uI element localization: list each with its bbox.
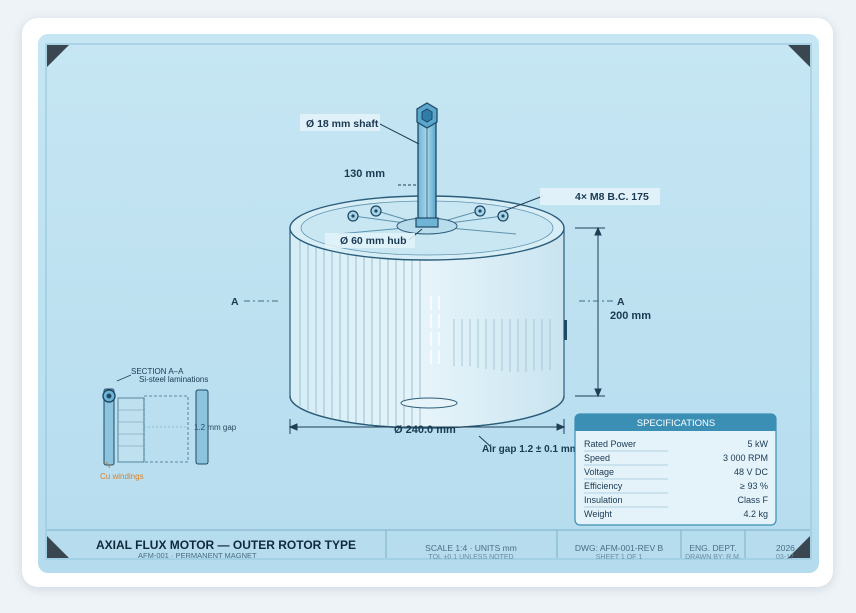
- spec-label: Voltage: [584, 467, 614, 477]
- spec-value: 5 kW: [747, 439, 768, 449]
- spec-value: 48 V DC: [734, 467, 769, 477]
- spec-label: Rated Power: [584, 439, 636, 449]
- tolerance-label: TOL ±0.1 UNLESS NOTED: [428, 554, 513, 561]
- motor-cylinder: [289, 195, 567, 429]
- sheet-border: [45, 43, 812, 560]
- air-gap-label: Air gap 1.2 ± 0.1 mm: [482, 444, 579, 455]
- blueprint-sheet: Ø 18 mm shaft 130 mm 4× M8 B.C. 175 Ø 60…: [38, 34, 819, 573]
- drawing-subtitle: AFM-001 · PERMANENT MAGNET: [138, 551, 257, 560]
- specs-title: SPECIFICATIONS: [637, 418, 715, 429]
- dwg-number: DWG: AFM-001-REV B: [575, 543, 664, 553]
- section-marker-left: A: [231, 296, 239, 308]
- shaft-length-label: 130 mm: [344, 168, 385, 180]
- drawing-title: AXIAL FLUX MOTOR — OUTER ROTOR TYPE: [96, 538, 356, 552]
- leader-lines: [377, 122, 544, 448]
- corner-marks: [47, 45, 810, 558]
- windings-label: Cu windings: [100, 472, 144, 481]
- scale-label: SCALE 1:4 · UNITS mm: [425, 543, 517, 553]
- height-label: 200 mm: [610, 310, 651, 322]
- section-title: SECTION A–A: [131, 367, 184, 376]
- spec-value: Class F: [737, 495, 768, 505]
- section-view: [102, 374, 209, 469]
- spec-label: Efficiency: [584, 481, 623, 491]
- section-marker-right: A: [617, 296, 625, 308]
- spec-label: Speed: [584, 453, 610, 463]
- title-block: [47, 529, 810, 558]
- drawn-by: DRAWN BY: R.M.: [685, 554, 741, 561]
- hub-diameter-label: Ø 60 mm hub: [340, 235, 407, 247]
- specs-rows: Rated Power 5 kW Speed 3 000 RPM Voltage…: [584, 439, 768, 519]
- spec-label: Weight: [584, 509, 612, 519]
- sheet-number: SHEET 1 OF 1: [596, 554, 643, 561]
- height-dimension: [575, 226, 605, 398]
- specs-panel: [574, 413, 777, 526]
- diameter-label: Ø 240.0 mm: [394, 424, 456, 436]
- spec-value: 4.2 kg: [743, 509, 768, 519]
- date-label: 03-17: [776, 554, 794, 561]
- spec-value: ≥ 93 %: [740, 481, 768, 491]
- diameter-dimension: [288, 419, 566, 434]
- shaft-diameter-label: Ø 18 mm shaft: [306, 118, 379, 130]
- spec-label: Insulation: [584, 495, 623, 505]
- department: ENG. DEPT.: [689, 543, 736, 553]
- spec-value: 3 000 RPM: [723, 453, 768, 463]
- bolt-circle-label: 4× M8 B.C. 175: [575, 191, 649, 203]
- year-label: 2026: [776, 543, 795, 553]
- section-subtitle: Si-steel laminations: [139, 375, 208, 384]
- section-gap-label: 1.2 mm gap: [194, 423, 237, 432]
- motor-shaft: [415, 102, 439, 228]
